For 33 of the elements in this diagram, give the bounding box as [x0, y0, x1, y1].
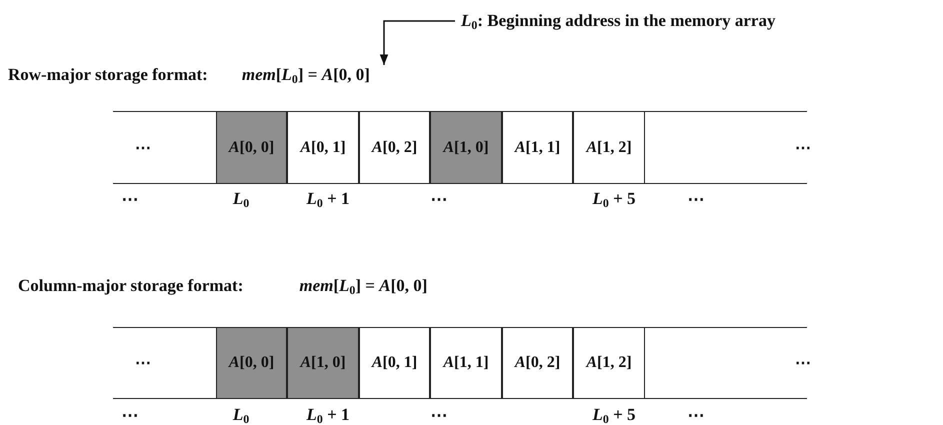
memory-cell: A[0, 1]	[359, 328, 430, 398]
address-label: L$_{0}$ + 5	[592, 405, 636, 425]
address-label: ⋯	[430, 189, 448, 210]
address-label: ⋯	[122, 405, 138, 425]
address-label: L$_{0}$ + 5	[592, 189, 636, 209]
address-label: ⋯	[688, 189, 704, 210]
formula: mem[L$_{0}$] = A[0, 0]	[242, 65, 370, 85]
address-label: L$_{0}$	[232, 405, 250, 425]
ellipsis: ⋯	[763, 112, 843, 183]
memory-cell: A[0, 0]	[216, 112, 287, 183]
memory-cell: A[1, 0]	[430, 112, 502, 183]
memory-cell: A[1, 2]	[573, 112, 645, 183]
formula: mem[L$_{0}$] = A[0, 0]	[299, 276, 428, 296]
memory-cell: A[1, 1]	[502, 112, 573, 183]
leader-arrow	[380, 20, 455, 65]
address-label: L$_{0}$ + 1	[306, 189, 350, 209]
ellipsis: ⋯	[113, 328, 173, 398]
memory-cell: A[1, 0]	[287, 328, 359, 398]
address-label: ⋯	[122, 189, 138, 210]
ellipsis: ⋯	[763, 328, 843, 398]
address-label: L$_{0}$ + 1	[306, 405, 350, 425]
format-heading: Column-major storage format:	[18, 276, 244, 296]
ellipsis: ⋯	[113, 112, 173, 183]
memory-cell: A[0, 1]	[287, 112, 359, 183]
address-label: ⋯	[430, 405, 448, 425]
memory-cell: A[1, 1]	[430, 328, 502, 398]
memory-cell: A[1, 2]	[573, 328, 645, 398]
format-heading: Row-major storage format:	[8, 65, 208, 85]
address-label: ⋯	[688, 405, 704, 425]
memory-cell: A[0, 2]	[502, 328, 573, 398]
address-label: L$_{0}$	[232, 189, 250, 209]
note-text: L$_{0}$: Beginning address in the memory array	[461, 11, 776, 31]
memory-cell: A[0, 0]	[216, 328, 287, 398]
